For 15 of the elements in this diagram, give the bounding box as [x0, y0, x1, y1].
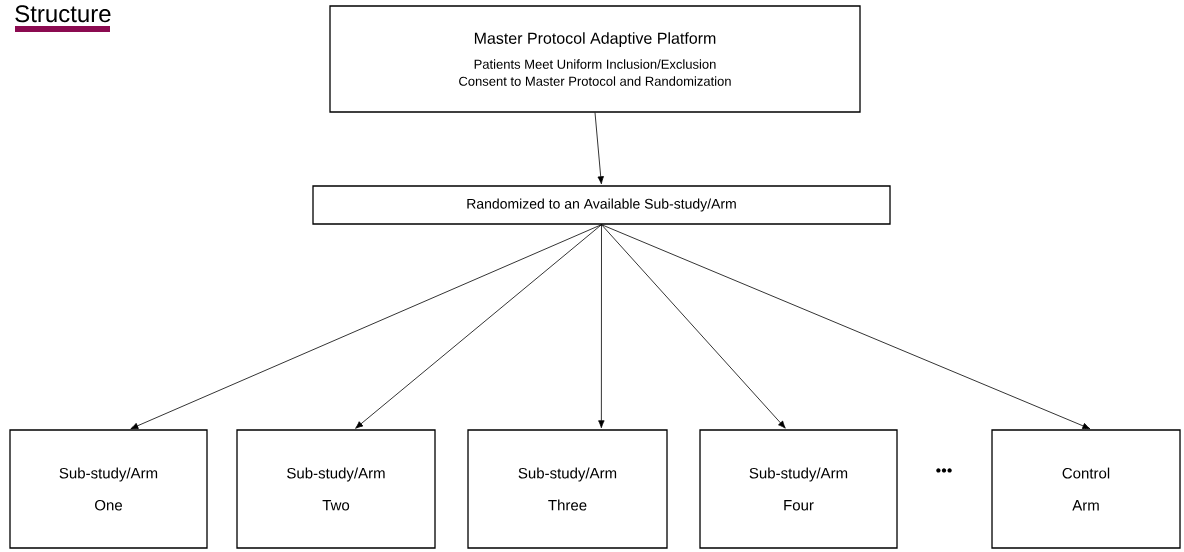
arm-box: Control Arm	[991, 429, 1181, 549]
ellipsis-dots: •••	[936, 468, 952, 473]
arm-box: Sub-study/Arm Four	[699, 429, 898, 549]
platform-box: Master Protocol Adaptive Platform Patients Meet Uniform Inclusion/Exclusion Consent to Master Protocol and Randomization	[329, 5, 861, 113]
arrow	[601, 224, 786, 429]
arrow	[601, 224, 1091, 430]
arrow	[598, 224, 605, 429]
arrow	[355, 224, 602, 429]
arrow	[594, 112, 604, 185]
arrow	[130, 224, 602, 430]
slide-title: Structure	[15, 5, 111, 23]
arm-box: Sub-study/Arm Three	[467, 429, 668, 549]
arm-box: Sub-study/Arm One	[9, 429, 208, 549]
arm-box: Sub-study/Arm Two	[236, 429, 436, 549]
randomization-box: Randomized to an Available Sub-study/Arm	[312, 185, 891, 225]
